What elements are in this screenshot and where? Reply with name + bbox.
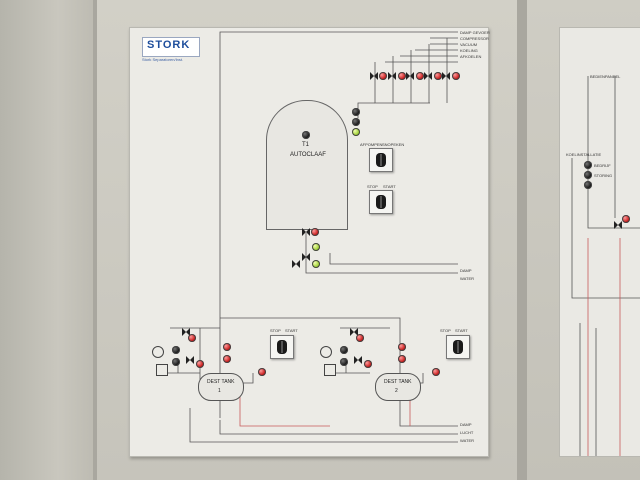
label-damp-gevoer: DAMP GEVOER [460, 30, 490, 35]
dest-tank-2-name: DEST TANK [384, 379, 412, 385]
right-label-side: KOELINSTALLATIE [566, 152, 602, 157]
valve-icon [424, 72, 432, 80]
dest1-start-stop-switch[interactable] [270, 335, 294, 359]
dest1-lamp-black [172, 346, 180, 354]
valve-icon [442, 72, 450, 80]
dest1-start-label: START [285, 328, 298, 333]
dest-tank-1 [198, 373, 244, 401]
wall-left [0, 0, 97, 480]
dest1-stop-label: STOP [270, 328, 281, 333]
autoclave-tag: T1 [302, 142, 310, 148]
right-lamp-black [584, 161, 592, 169]
dest2-valve-lamp-2 [364, 360, 372, 368]
valve-icon [302, 253, 310, 261]
dest1-lamp-red-2 [223, 355, 231, 363]
indicator-lamp-koeling [434, 72, 442, 80]
dest-tank-2 [375, 373, 421, 401]
autoclave-indicator [302, 131, 310, 139]
dest2-valve-lamp-1 [356, 334, 364, 342]
dest2-lamp-red-2 [398, 355, 406, 363]
indicator-lamp-afkoelen [452, 72, 460, 80]
pump-icon [152, 346, 164, 358]
indicator-lamp-compressor [398, 72, 406, 80]
control-panel-right: BEDIENPANEEL KOELINSTALLATIE BEDRIJF STO… [559, 27, 640, 457]
dest2-stop-label: STOP [440, 328, 451, 333]
switch-label-start: START [383, 184, 396, 189]
dest2-start-label: START [455, 328, 468, 333]
dest1-lamp-red [223, 343, 231, 351]
autoclave-tank [266, 100, 348, 230]
label-compressor: COMPRESSOR [460, 36, 489, 41]
valve-icon [350, 328, 358, 336]
selector-switch-start-stop[interactable] [369, 190, 393, 214]
dest-tank-1-number: 1 [218, 388, 221, 394]
dest1-valve-lamp-1 [188, 334, 196, 342]
stork-logo: STORK [142, 37, 200, 57]
valve-icon [302, 228, 310, 236]
indicator-lamp-damp [379, 72, 387, 80]
dest2-lamp-black-2 [340, 358, 348, 366]
valve-icon [292, 260, 300, 268]
brand-text: STORK [147, 39, 191, 51]
right-label-bedrijf: BEDRIJF [594, 163, 611, 168]
dest2-start-stop-switch[interactable] [446, 335, 470, 359]
schematic-lines [168, 31, 458, 443]
selector-switch-afpompen[interactable] [369, 148, 393, 172]
dest1-lamp-black-2 [172, 358, 180, 366]
brand-subtitle: Stork Separatoren/Inst. [142, 57, 184, 62]
tank-outlet-lamp [311, 228, 319, 236]
drain-lamp-green-2 [312, 260, 320, 268]
switch-label-snopeken: SNOPEKEN [382, 142, 405, 147]
right-label-storing: STORING [594, 173, 613, 178]
right-lamp-red [622, 215, 630, 223]
schematic-lines-right [571, 76, 640, 456]
label-koeling: KOELING [460, 48, 478, 53]
dest-tank-2-number: 2 [395, 388, 398, 394]
valve-icon [354, 356, 362, 364]
autoclave-name: AUTOCLAAF [290, 152, 326, 158]
right-label-top: BEDIENPANEEL [590, 74, 621, 79]
mid-label-damp: DAMP [460, 268, 472, 273]
valve-icon [406, 72, 414, 80]
cabinet-gap [517, 0, 527, 480]
meter-icon [156, 364, 168, 376]
control-panel: STORK Stork Separatoren/Inst. DAMP GEVOE… [129, 27, 490, 457]
mid-label-water: WATER [460, 276, 474, 281]
switch-label-afpompen: AFPOMPEN [360, 142, 383, 147]
bus-label-lucht: LUCHT [460, 430, 474, 435]
right-lamp-black-3 [584, 181, 592, 189]
dest1-valve-lamp-2 [196, 360, 204, 368]
dest2-lamp-black [340, 346, 348, 354]
cabinet-seam [93, 0, 97, 480]
bus-label-damp: DAMP [460, 422, 472, 427]
label-vacuum: VACUUM [460, 42, 478, 47]
indicator-lamp-vacuum [416, 72, 424, 80]
dest2-level-lamp [432, 368, 440, 376]
dest1-level-lamp [258, 368, 266, 376]
meter-icon [324, 364, 336, 376]
drain-lamp-green [312, 243, 320, 251]
valve-icon [388, 72, 396, 80]
valve-icon [182, 328, 190, 336]
dest2-lamp-red [398, 343, 406, 351]
dest-tank-1-name: DEST TANK [207, 379, 235, 385]
valve-icon [614, 221, 622, 229]
bus-label-water: WATER [460, 438, 474, 443]
pump-icon [320, 346, 332, 358]
label-afkoelen: AFKOELEN [460, 54, 482, 59]
status-lamp-2 [352, 118, 360, 126]
valve-icon [186, 356, 194, 364]
switch-label-stop: STOP [367, 184, 378, 189]
valve-icon [370, 72, 378, 80]
right-lamp-black-2 [584, 171, 592, 179]
status-lamp-1 [352, 108, 360, 116]
status-lamp-green [352, 128, 360, 136]
